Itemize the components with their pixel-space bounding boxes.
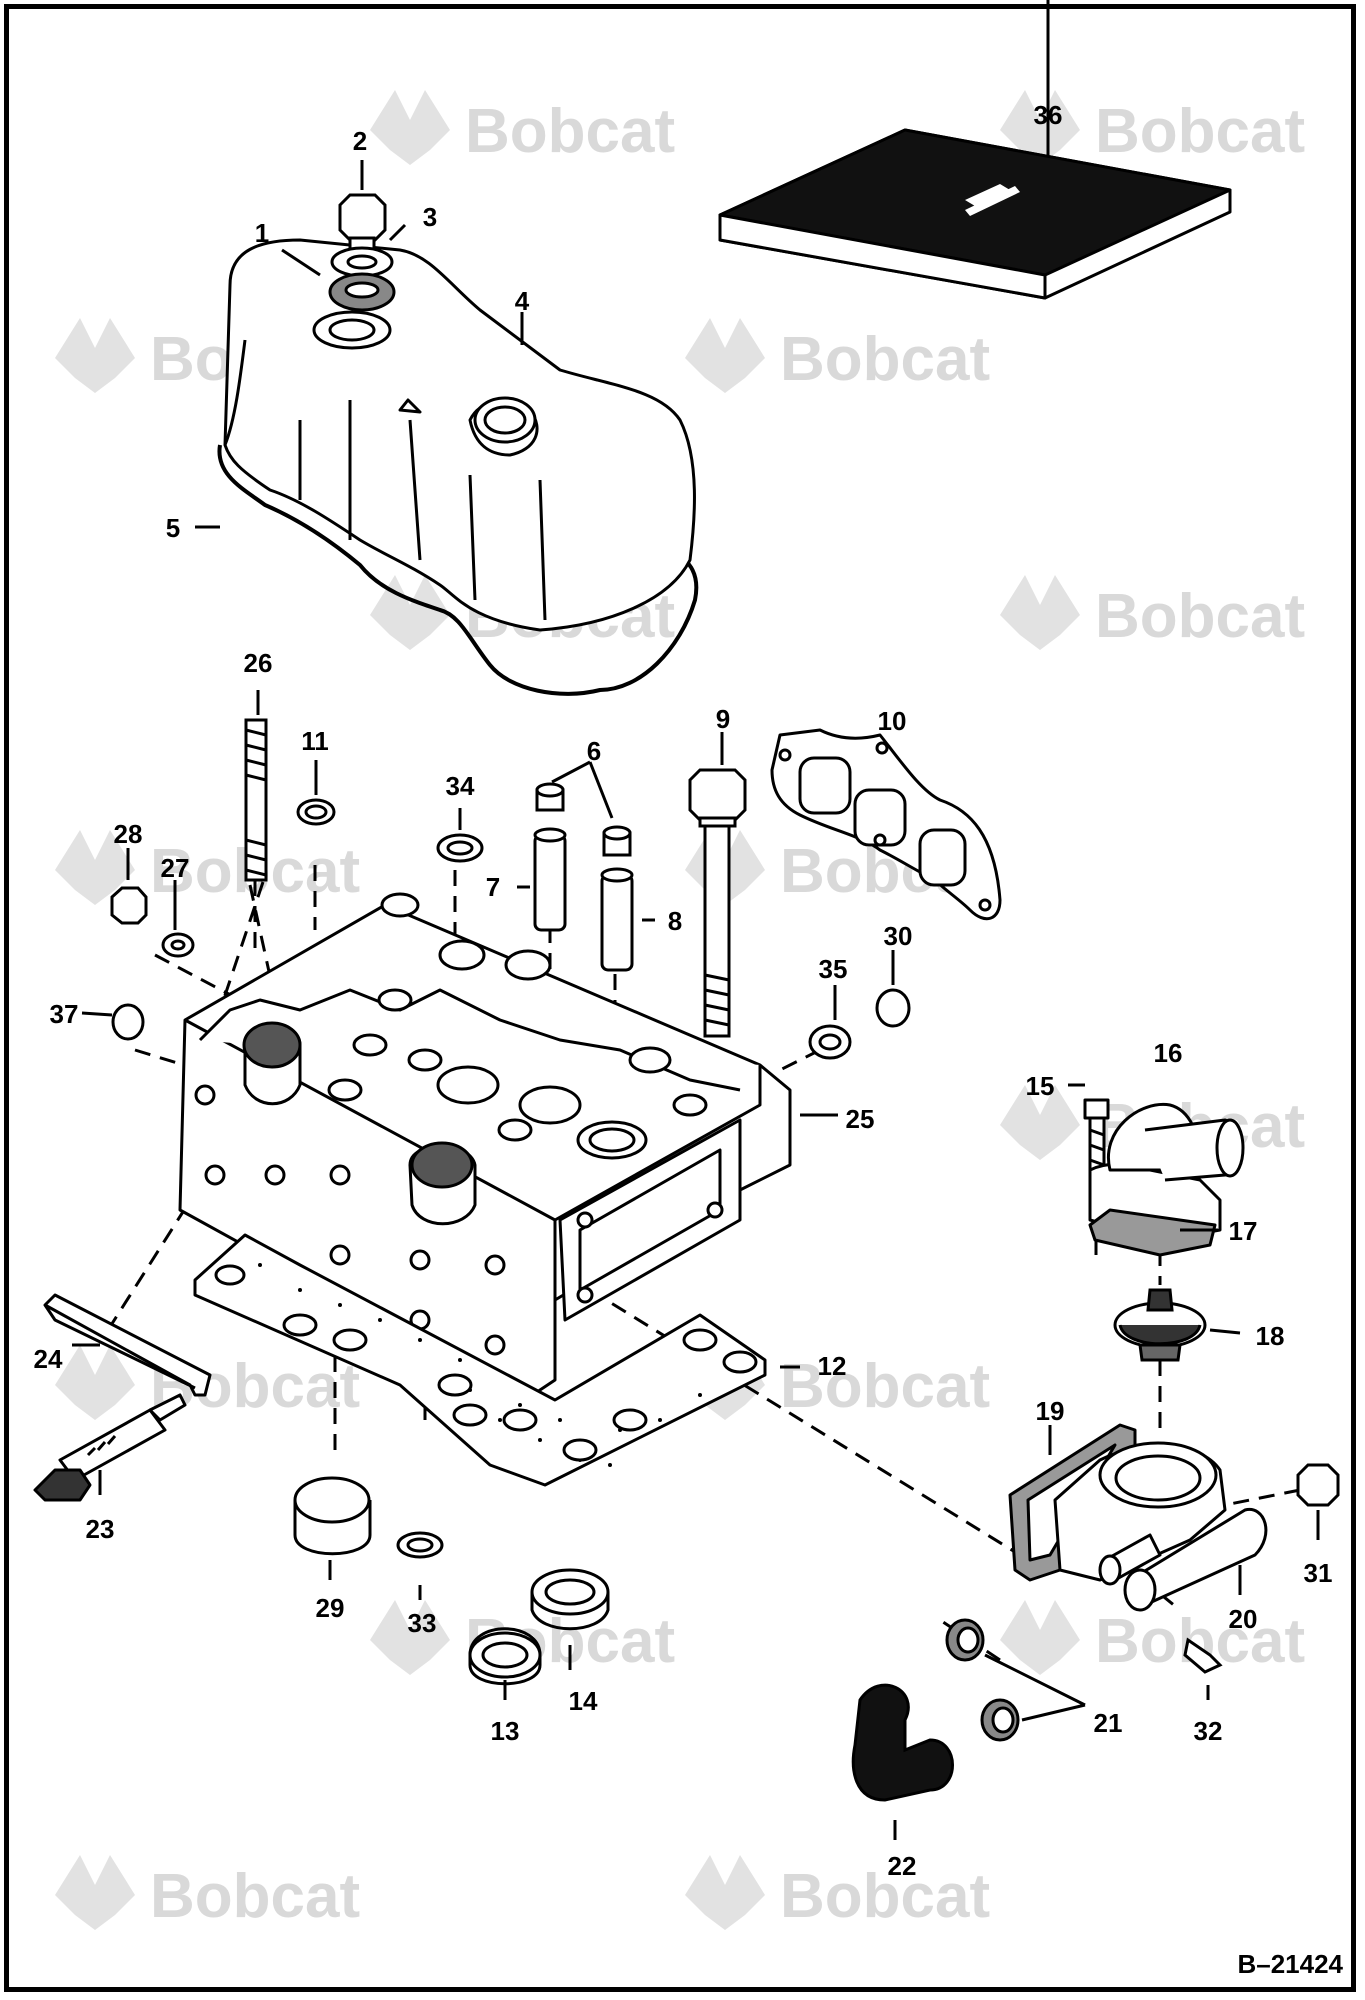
callout-10: 10: [878, 706, 907, 736]
watermark-text: Bobcat: [465, 97, 675, 166]
water-outlet: [1008, 1423, 1268, 1612]
watermark-text: Bobcat: [1095, 97, 1305, 166]
callout-29: 29: [316, 1593, 345, 1623]
callout-34: 34: [446, 771, 475, 801]
cover-nut-bolt: [328, 193, 396, 312]
callout-20: 20: [1229, 1604, 1258, 1634]
watermark: Bobcat: [1000, 1600, 1305, 1676]
valve-cover-assembly: [217, 238, 699, 696]
glow-plug-and-bar: [33, 1293, 212, 1502]
callout-27: 27: [161, 853, 190, 883]
watermark-text: Bobcat: [1095, 582, 1305, 651]
watermark: Bobcat: [685, 1855, 990, 1931]
callout-6: 6: [587, 736, 601, 766]
callout-36: 36: [1034, 100, 1063, 130]
watermark: Bobcat: [1000, 575, 1305, 651]
bypass-hose-and-clamps: [851, 1618, 1020, 1802]
callout-25: 25: [846, 1104, 875, 1134]
callout-11: 11: [301, 726, 329, 756]
callout-37: 37: [50, 999, 79, 1029]
callout-18: 18: [1256, 1321, 1285, 1351]
thermostat: [1113, 1288, 1207, 1362]
watermark-text: Bobcat: [780, 1352, 990, 1421]
drawing-number: B–21424: [1237, 1949, 1343, 1979]
callout-14: 14: [569, 1686, 598, 1716]
leader-lines: [72, 0, 1320, 1840]
callout-35: 35: [819, 954, 848, 984]
callout-9: 9: [716, 704, 730, 734]
watermark: Bobcat: [55, 1855, 360, 1931]
core-plug: [293, 1476, 372, 1556]
callout-8: 8: [668, 906, 682, 936]
watermark: Bobcat: [1000, 90, 1305, 166]
callout-33: 33: [408, 1608, 437, 1638]
seals-and-washers: [110, 798, 911, 1686]
callout-13: 13: [491, 1716, 520, 1746]
callout-22: 22: [888, 1851, 917, 1881]
callout-4: 4: [515, 286, 530, 316]
exhaust-manifold-gasket: [770, 728, 1002, 921]
callout-5: 5: [166, 513, 180, 543]
callout-26: 26: [244, 648, 273, 678]
callout-23: 23: [86, 1514, 115, 1544]
watermark-layer: Bobcat Bobcat Bobcat Bobcat Bobcat Bobca…: [55, 90, 1305, 1931]
callout-3: 3: [423, 202, 437, 232]
head-gasket: [193, 1233, 767, 1487]
watermark-text: Bobcat: [780, 325, 990, 394]
watermark: Bobcat: [370, 90, 675, 166]
watermark-text: Bobcat: [780, 1862, 990, 1931]
callout-7: 7: [486, 872, 500, 902]
callout-31: 31: [1304, 1558, 1333, 1588]
air-filter-element: [718, 128, 1232, 300]
callout-17: 17: [1229, 1216, 1258, 1246]
cylinder-head: [178, 892, 792, 1402]
callout-16: 16: [1154, 1038, 1183, 1068]
callout-30: 30: [884, 921, 913, 951]
callout-15: 15: [1026, 1071, 1055, 1101]
callout-32: 32: [1194, 1716, 1223, 1746]
watermark-text: Bobcat: [150, 1862, 360, 1931]
callout-21: 21: [1094, 1708, 1123, 1738]
callout-24: 24: [34, 1344, 63, 1374]
callout-labels: 1 2 3 4 5 6 7 8 9 10 11 12 13 14 15 16 1…: [34, 100, 1333, 1881]
valve-guides-and-seals: [533, 782, 634, 972]
callout-2: 2: [353, 126, 367, 156]
callout-28: 28: [114, 819, 143, 849]
callout-12: 12: [818, 1351, 847, 1381]
stud: [244, 718, 268, 882]
outlet-fasteners: [1183, 1463, 1340, 1674]
callout-19: 19: [1036, 1396, 1065, 1426]
head-bolt: [688, 768, 747, 1038]
callout-1: 1: [255, 218, 269, 248]
thermostat-cover: [1083, 1098, 1245, 1257]
watermark: Bobcat: [685, 318, 990, 394]
